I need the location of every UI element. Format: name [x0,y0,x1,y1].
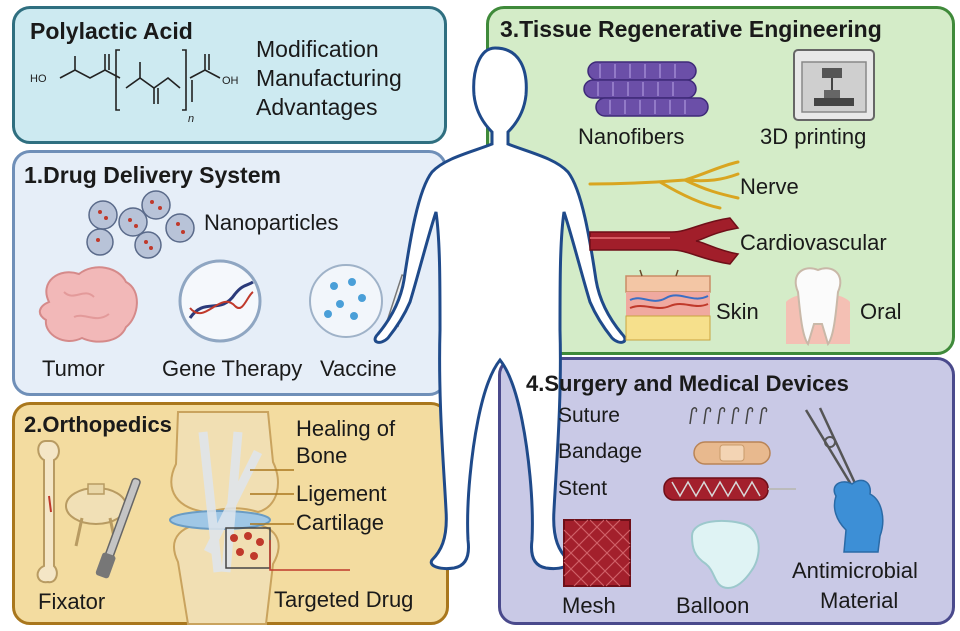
tissue-title: 3.Tissue Regenerative Engineering [500,16,882,42]
formula-n: n [188,113,194,125]
targeted-drug-label: Targeted Drug [274,587,414,612]
nerve-label: Nerve [740,174,799,199]
tooth-illustration [786,267,850,347]
balloon-label: Balloon [676,593,750,618]
cartilage-label: Cartilage [296,510,385,535]
suture-label: Suture [558,404,620,427]
human-body-silhouette [373,46,627,570]
nanofibers-label: Nanofibers [578,124,685,149]
nanofibers-illustration [583,61,709,117]
stent-label: Stent [558,477,608,500]
bandage-illustration [693,441,771,465]
3d-printer-icon [793,49,875,121]
pla-title: Polylactic Acid [30,18,193,44]
suture-illustration [689,407,768,425]
cardiovascular-illustration [589,217,740,265]
3d-printing-label: 3D printing [760,124,867,149]
oral-label: Oral [860,299,902,324]
nerve-illustration [588,160,740,210]
ortho-connector-lines [250,469,350,571]
forceps-hand-illustration [804,407,884,553]
nanoparticles-illustration [86,190,195,259]
bone-label: Bone [296,443,348,468]
fixator-illustration [36,440,141,584]
cardiovascular-label: Cardiovascular [740,230,887,255]
antimicrobial-label: Antimicrobial [792,558,918,583]
skin-illustration [625,269,711,341]
pla-advantages: Advantages [256,94,378,120]
skin-label: Skin [716,299,759,324]
mesh-illustration [563,519,631,587]
drug-delivery-title: 1.Drug Delivery System [24,162,281,188]
formula-oh: OH [222,75,239,87]
mesh-label: Mesh [562,593,616,618]
pla-manufacturing: Manufacturing [256,65,402,91]
knee-joint-illustration [169,411,280,625]
bandage-label: Bandage [558,440,643,463]
vaccine-label: Vaccine [320,356,397,381]
gene-therapy-label: Gene Therapy [162,356,303,381]
ligement-label: Ligement [296,481,387,506]
surgery-title: 4.Surgery and Medical Devices [526,371,849,396]
pla-structure-formula: HO OH n [30,49,239,125]
tumor-illustration [38,266,138,343]
stent-illustration [663,477,796,501]
healing-of-label: Healing of [296,416,396,441]
balloon-illustration [690,519,760,590]
gene-therapy-illustration [178,259,262,343]
pla-modification: Modification [256,36,379,62]
nanoparticles-label: Nanoparticles [204,210,339,235]
orthopedics-title: 2.Orthopedics [24,412,172,437]
material-label: Material [820,588,899,613]
formula-ho: HO [30,73,47,85]
fixator-label: Fixator [38,589,106,614]
tumor-label: Tumor [42,356,105,381]
